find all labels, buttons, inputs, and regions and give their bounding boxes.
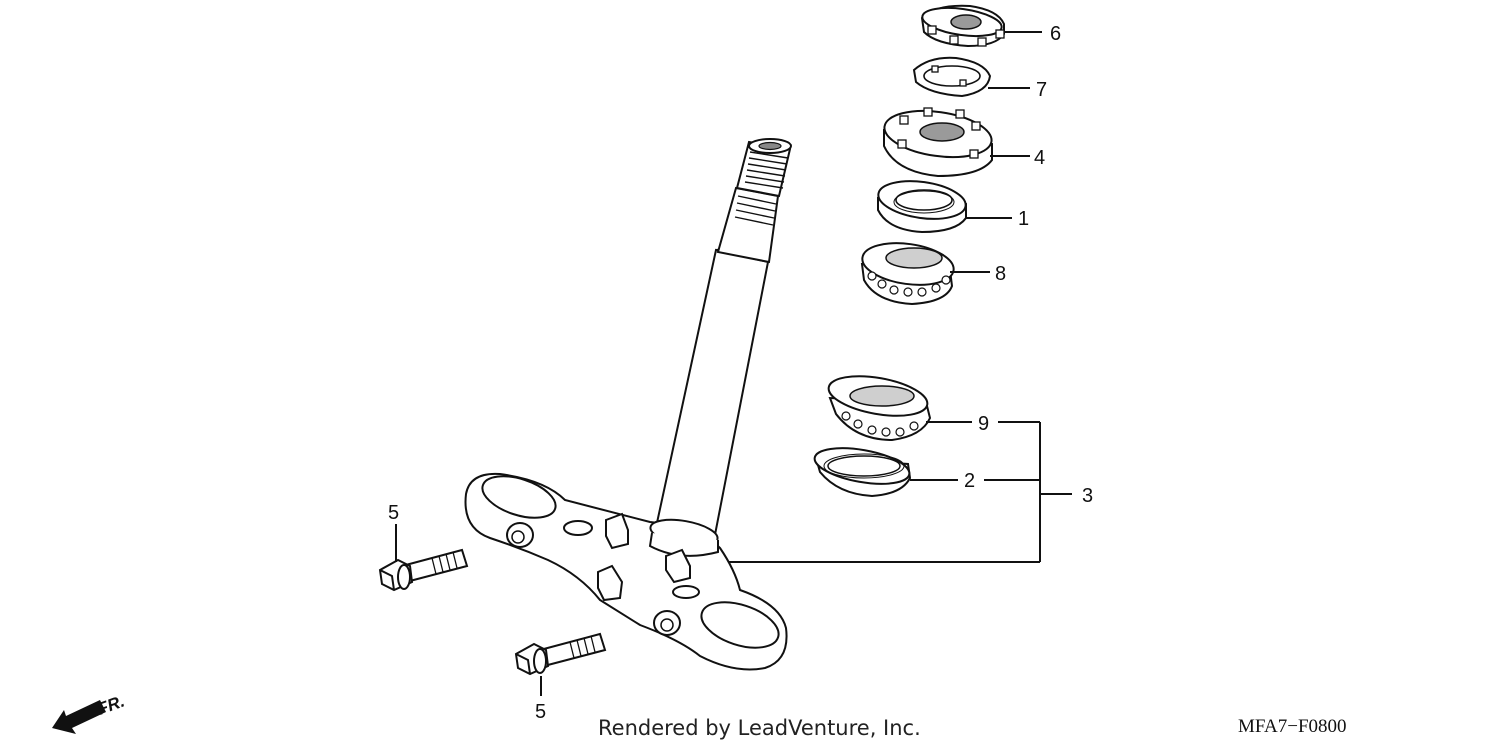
- lock-nut-part: [920, 4, 1005, 48]
- callout-1: 1: [1018, 208, 1029, 230]
- upper-bearing-part: [860, 242, 955, 306]
- diagram-code: MFA7−F0800: [1238, 716, 1347, 737]
- callout-2: 2: [964, 470, 975, 492]
- callout-8: 8: [995, 263, 1006, 285]
- render-credit: Rendered by LeadVenture, Inc.: [598, 716, 921, 740]
- callout-9: 9: [978, 413, 989, 435]
- callout-4: 4: [1034, 147, 1045, 169]
- callout-5-upper: 5: [388, 502, 399, 524]
- front-arrow-icon: [52, 700, 106, 734]
- callout-6: 6: [1050, 23, 1061, 45]
- callout-3: 3: [1082, 485, 1093, 507]
- leader-lines: [395, 31, 1072, 696]
- callout-7: 7: [1036, 79, 1047, 101]
- front-direction-indicator: FR.: [52, 692, 127, 734]
- bolt-upper: [378, 548, 469, 592]
- steering-stem-assembly: [464, 138, 792, 671]
- callout-5-lower: 5: [535, 701, 546, 723]
- lower-bearing-part: [827, 375, 932, 442]
- adjusting-nut-part: [883, 107, 993, 178]
- front-label: FR.: [95, 692, 127, 719]
- bolt-lower: [514, 632, 607, 676]
- lower-dust-seal-part: [813, 447, 912, 498]
- lock-washer-part: [912, 56, 992, 98]
- dust-seal-part: [877, 180, 967, 234]
